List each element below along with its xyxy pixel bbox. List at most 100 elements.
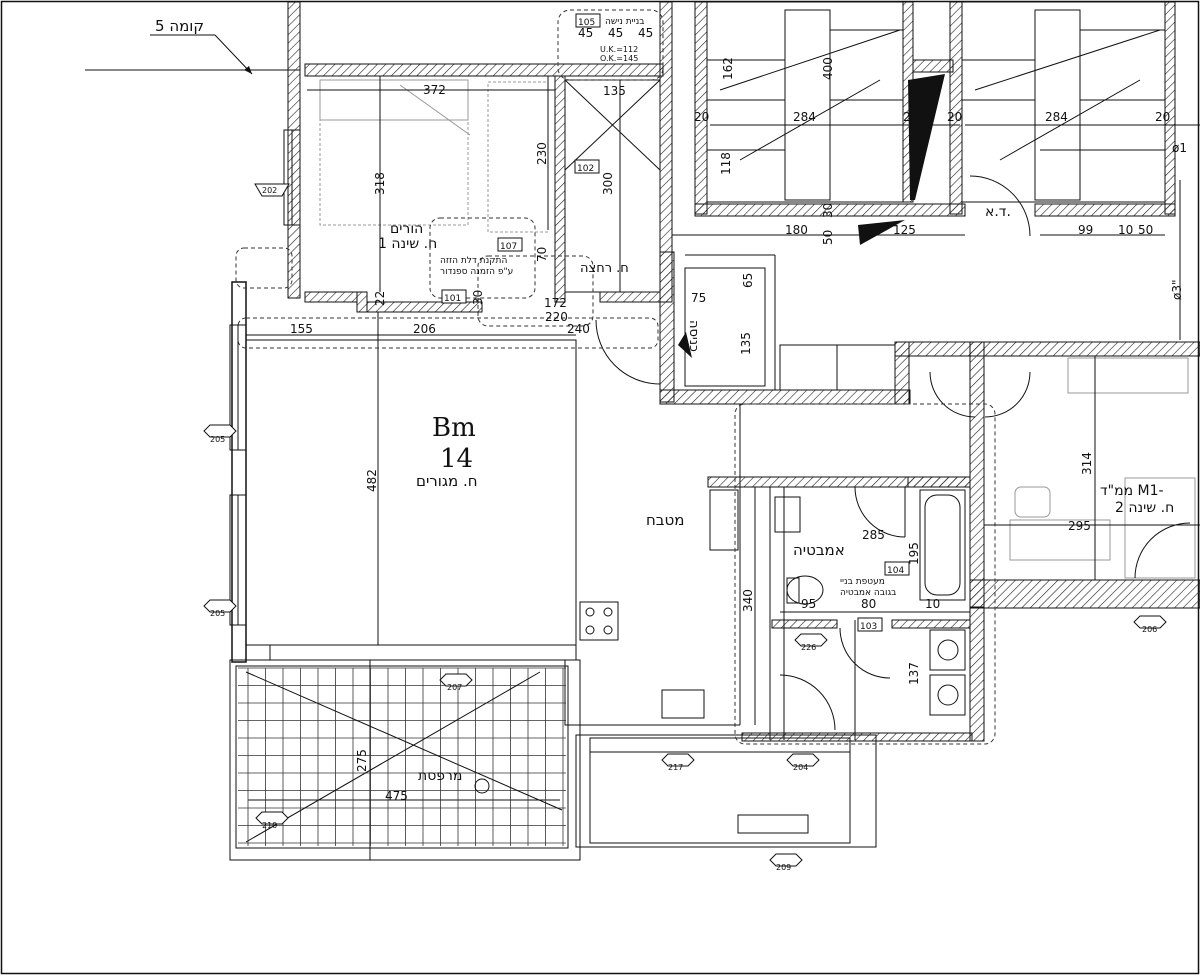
room-service: ד.א. [985, 204, 1011, 220]
dim-137: 137 [907, 662, 921, 685]
door-wedges [678, 74, 945, 358]
dim-240: 240 [567, 322, 590, 336]
note-104-line2: בגובה אמבטיה [840, 588, 896, 598]
dim-99: 99 [1078, 223, 1093, 237]
room-parents-2: ח. שינה 1 [378, 236, 437, 252]
room-bedroom2-1: ממ"ד M1- [1100, 483, 1164, 499]
tag-102: 102 [577, 164, 594, 174]
dim-230: 230 [535, 142, 549, 165]
room-entry: כניסה [686, 320, 701, 352]
tag-103: 103 [860, 622, 877, 632]
note-107-line1: התקנת דלת הזזה [440, 256, 507, 266]
facade-mark-207: 207 [439, 673, 473, 692]
facade-mark-205a: 205 [203, 424, 237, 444]
dim-20b: 20 [903, 110, 918, 124]
facade-mark-202: 202 [254, 183, 290, 197]
svg-text:205: 205 [210, 609, 225, 618]
facade-mark-209: 209 [769, 853, 803, 872]
svg-text:204: 204 [793, 763, 808, 772]
dim-55: 55 [918, 110, 933, 124]
room-kitchen: מטבח [646, 511, 684, 529]
dim-195: 195 [907, 542, 921, 565]
dim-75: 75 [691, 291, 706, 305]
room-bathroom: אמבטיה [793, 541, 845, 559]
svg-text:202: 202 [262, 186, 277, 195]
svg-text:210: 210 [262, 821, 277, 830]
dim-20c: 20 [947, 110, 962, 124]
svg-text:226: 226 [801, 643, 816, 652]
note-104-tag: 104 [887, 566, 904, 576]
dim-125: 125 [893, 223, 916, 237]
dim-65: 65 [741, 273, 755, 288]
room-shower: ח. רחצה [580, 261, 629, 276]
dim-314: 314 [1080, 452, 1094, 475]
note-uk: U.K.=112 [600, 45, 638, 54]
dim-284b: 284 [1045, 110, 1068, 124]
facade-marks: 202 205 205 206 207 210 217 204 226 209 [203, 183, 1167, 872]
room-parents-1: הורים [390, 221, 423, 237]
note-105-text: בניית נישה [605, 17, 644, 27]
facade-mark-217: 217 [661, 753, 695, 772]
apartment-code: Bm [432, 413, 476, 443]
floor-label: קומה 5 [155, 17, 204, 35]
tag-101: 101 [444, 294, 461, 304]
dim-10a: 10 [1118, 223, 1133, 237]
note-107-line2: ע"פ הזמנה ספנדור [440, 267, 513, 277]
dim-118: 118 [719, 152, 733, 175]
room-labels: Bm 14 ח. מגורים מטבח הורים ח. שינה 1 ח. … [378, 204, 1174, 784]
room-tags: 101 102 103 [441, 159, 883, 632]
windows [229, 129, 301, 626]
balcony-tile-grid [238, 667, 566, 846]
dim-30a: 30 [821, 203, 835, 218]
dim-22: 22 [373, 291, 387, 306]
dim-340: 340 [741, 589, 755, 612]
revision-clouds [235, 9, 996, 745]
dim-45a: 45 [578, 26, 593, 40]
facade-mark-226: 226 [794, 633, 828, 652]
dim-01: ø1 [1172, 141, 1187, 155]
dim-220: 220 [545, 310, 568, 324]
room-balcony: מרפסת [418, 768, 462, 784]
svg-text:217: 217 [668, 763, 683, 772]
dim-45c: 45 [638, 26, 653, 40]
outlines [229, 1, 1200, 861]
floor-level-marker: קומה 5 [85, 17, 300, 75]
dim-135b: 135 [739, 332, 753, 355]
svg-text:206: 206 [1142, 625, 1157, 634]
dim-20d: 20 [1155, 110, 1170, 124]
notes: 105 בניית נישה U.K.=112 O.K.=145 107 התק… [440, 13, 910, 598]
dim-284a: 284 [793, 110, 816, 124]
facade-mark-210: 210 [255, 811, 289, 830]
dim-80: 80 [861, 597, 876, 611]
dim-95: 95 [801, 597, 816, 611]
dim-162: 162 [721, 57, 735, 80]
room-bedroom2-2: ח. שינה 2 [1115, 500, 1174, 516]
note-105-tag: 105 [578, 18, 595, 28]
dim-70: 70 [535, 247, 549, 262]
dim-285: 285 [862, 528, 885, 542]
svg-text:209: 209 [776, 863, 791, 872]
dim-475: 475 [385, 789, 408, 803]
dim-295: 295 [1068, 519, 1091, 533]
dim-372: 372 [423, 83, 446, 97]
dim-275: 275 [355, 749, 369, 772]
note-107-tag: 107 [500, 242, 517, 252]
dim-180: 180 [785, 223, 808, 237]
dim-20a: 20 [694, 110, 709, 124]
apartment-number: 14 [440, 444, 473, 474]
facade-mark-206: 206 [1133, 615, 1167, 634]
note-ok: O.K.=145 [600, 54, 638, 63]
dim-10b: 10 [925, 597, 940, 611]
dim-482: 482 [365, 469, 379, 492]
svg-text:205: 205 [210, 435, 225, 444]
facade-mark-204: 204 [786, 753, 820, 772]
dim-03: ø3" [1170, 280, 1184, 301]
room-living: ח. מגורים [416, 472, 478, 490]
dim-155: 155 [290, 322, 313, 336]
note-104-line1: מעטפת בניי [840, 577, 885, 587]
dim-30b: 30 [471, 290, 485, 305]
dim-318: 318 [373, 172, 387, 195]
dim-206: 206 [413, 322, 436, 336]
